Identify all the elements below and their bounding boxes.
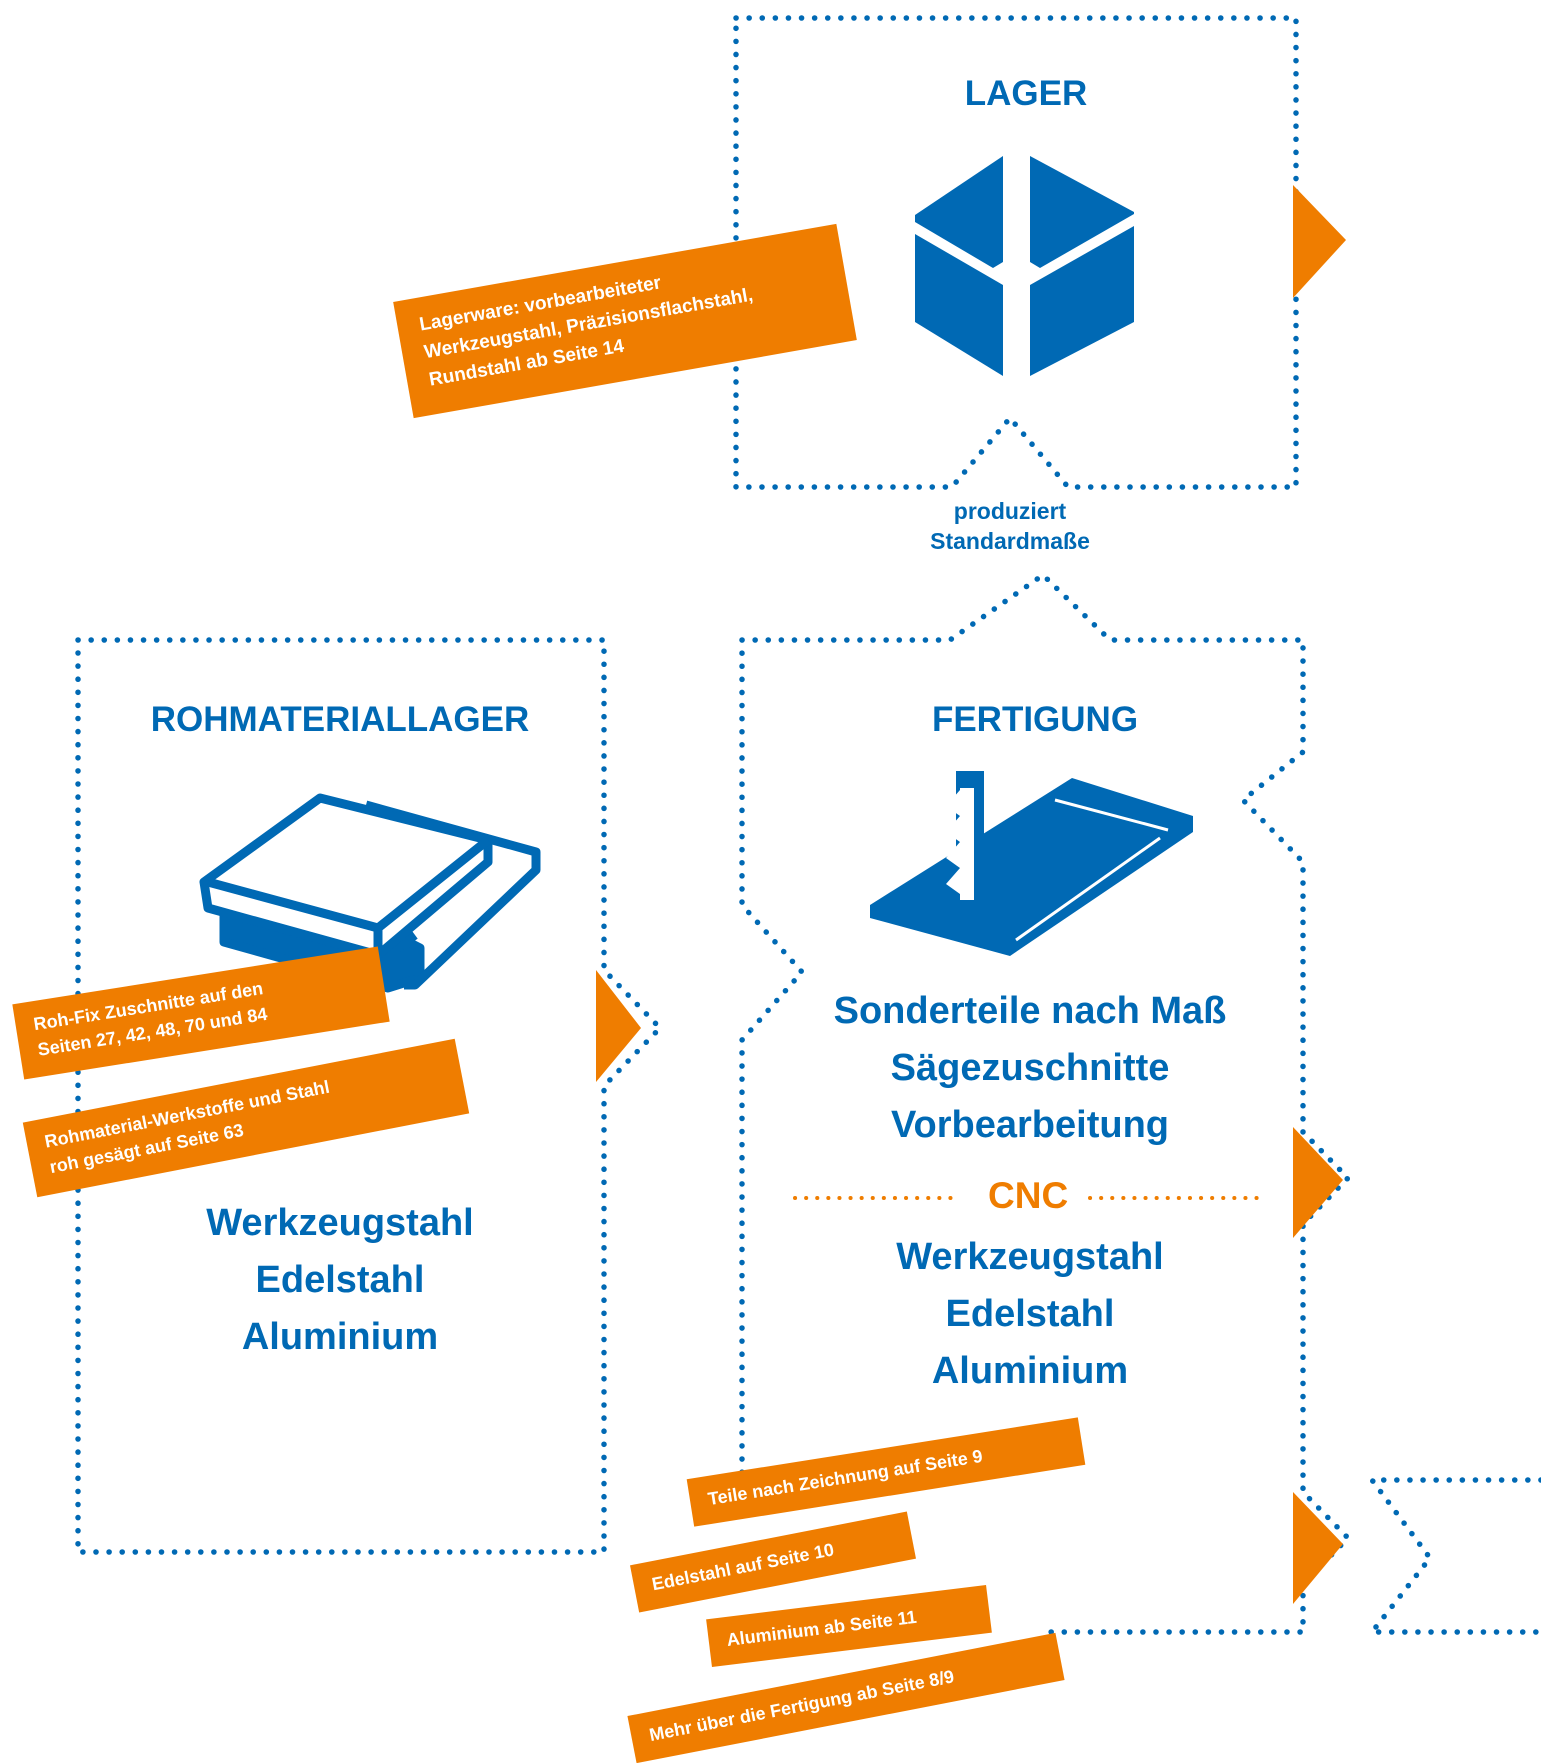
lager-title: LAGER: [964, 74, 1088, 113]
rohmateriallager-materials: Werkzeugstahl Edelstahl Aluminium: [150, 1195, 530, 1366]
box-icon: [915, 156, 1134, 376]
fertigung-arrow-lower: [1293, 1492, 1343, 1604]
connector-label: produziert Standardmaße: [900, 496, 1120, 556]
fertigung-box-border: [739, 571, 1352, 1635]
rohmateriallager-title: ROHMATERIALLAGER: [150, 700, 530, 739]
material-item: Werkzeugstahl: [896, 1236, 1164, 1278]
material-item: Werkzeugstahl: [206, 1202, 474, 1244]
service-item: Sägezuschnitte: [890, 1047, 1170, 1089]
rohmateriallager-arrow: [596, 970, 641, 1082]
material-item: Edelstahl: [945, 1293, 1115, 1335]
service-item: Sonderteile nach Maß: [833, 990, 1227, 1032]
service-item: Vorbearbeitung: [891, 1104, 1169, 1146]
fertigung-materials: Werkzeugstahl Edelstahl Aluminium: [840, 1229, 1220, 1400]
material-item: Aluminium: [931, 1350, 1129, 1392]
fertigung-services: Sonderteile nach Maß Sägezuschnitte Vorb…: [810, 983, 1250, 1154]
fertigung-arrow-upper: [1293, 1127, 1343, 1238]
material-item: Aluminium: [241, 1316, 439, 1358]
material-item: Edelstahl: [255, 1259, 425, 1301]
cnc-label: CNC: [988, 1175, 1069, 1216]
lager-box-border: [733, 15, 1344, 490]
connector-label-line: produziert: [953, 498, 1067, 524]
lager-arrow: [1293, 185, 1346, 298]
saw-plate-icon: [870, 771, 1193, 956]
next-box-border: [1366, 1477, 1541, 1635]
fertigung-title: FERTIGUNG: [931, 700, 1139, 739]
connector-label-line: Standardmaße: [930, 528, 1090, 554]
